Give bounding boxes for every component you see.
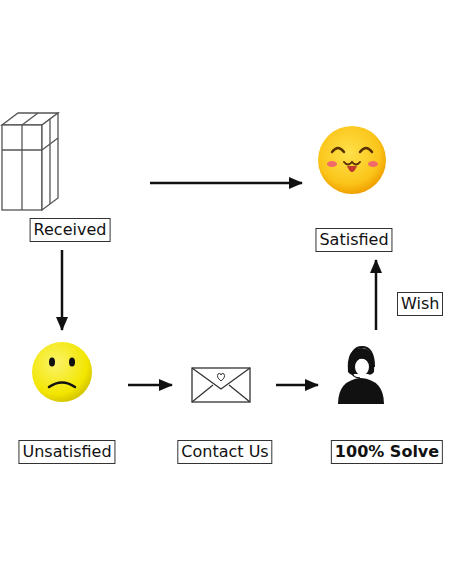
flow-step: Contact Us — [180, 355, 270, 464]
flow-arrow — [128, 384, 172, 387]
flow-step: Received — [0, 108, 140, 242]
flow-step: Unsatisfied — [14, 338, 120, 464]
operator-icon — [338, 347, 384, 404]
step-label: Satisfied — [315, 228, 392, 252]
flow-arrow — [61, 250, 64, 330]
parcel-icon — [2, 113, 58, 210]
step-label: Received — [30, 218, 111, 242]
step-label: 100% Solve — [331, 440, 443, 464]
flow-step: 100% Solve — [324, 338, 450, 464]
sad-emoji — [32, 342, 92, 402]
flow-arrow — [276, 384, 318, 387]
envelope-icon — [192, 368, 250, 402]
step-label: Contact Us — [177, 440, 272, 464]
happy-emoji — [318, 126, 386, 194]
flow-arrow — [375, 260, 378, 330]
flow-step: Satisfied — [312, 124, 396, 252]
step-label: Unsatisfied — [18, 440, 115, 464]
flow-arrow — [150, 182, 302, 185]
arrow-label: Wish — [397, 292, 443, 316]
